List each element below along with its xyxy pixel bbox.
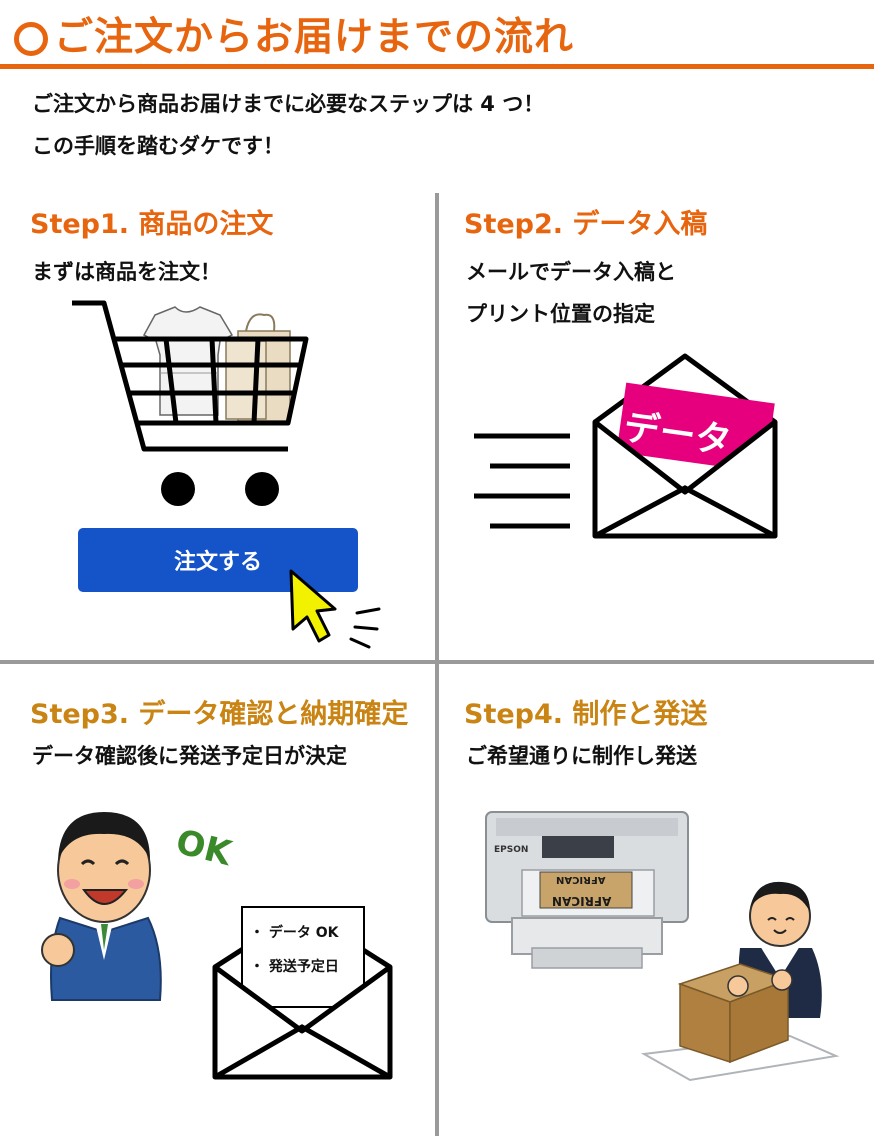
- ok-text: OK: [171, 821, 236, 875]
- step4-text: ご希望通りに制作し発送: [466, 744, 697, 768]
- speed-lines-icon: [474, 433, 570, 529]
- horizontal-divider: [0, 660, 874, 664]
- page-title-text: ご注文からお届けまでの流れ: [54, 15, 575, 60]
- note-item-1: ・ データ OK: [250, 925, 339, 941]
- page-title: ご注文からお届けまでの流れ: [14, 6, 574, 62]
- step4-heading: Step4. 制作と発送: [464, 699, 708, 730]
- envelope-open-icon: [212, 906, 393, 1080]
- print-text-bottom: AFRICAN: [552, 894, 612, 908]
- step2-text-1: メールでデータ入稿と: [466, 260, 676, 284]
- circle-icon: [14, 22, 48, 56]
- printer-icon: [485, 811, 689, 969]
- step1-heading: Step1. 商品の注文: [30, 209, 274, 240]
- shopping-cart-icon: [72, 300, 309, 506]
- step3-heading: Step3. データ確認と納期確定: [30, 699, 409, 730]
- print-text-top: AFRICAN: [556, 874, 606, 885]
- worker-packing-box-icon: [640, 881, 840, 1082]
- title-underline: [0, 64, 874, 69]
- businessman-icon: [41, 812, 162, 1001]
- note-item-2: ・ 発送予定日: [250, 959, 339, 975]
- intro-line-1: ご注文から商品お届けまでに必要なステップは 4 つ！: [32, 92, 545, 116]
- printer-brand-label: EPSON: [494, 845, 529, 855]
- order-button[interactable]: 注文する: [78, 528, 358, 592]
- step2-heading: Step2. データ入稿: [464, 209, 708, 240]
- step3-text: データ確認後に発送予定日が決定: [32, 744, 347, 768]
- cursor-arrow-icon: [289, 569, 381, 649]
- envelope-icon: [592, 353, 778, 539]
- step1-text: まずは商品を注文！: [32, 260, 221, 284]
- intro-line-2: この手順を踏むダケです！: [32, 134, 284, 158]
- step2-text-2: プリント位置の指定: [466, 302, 655, 326]
- vertical-divider: [435, 193, 439, 1136]
